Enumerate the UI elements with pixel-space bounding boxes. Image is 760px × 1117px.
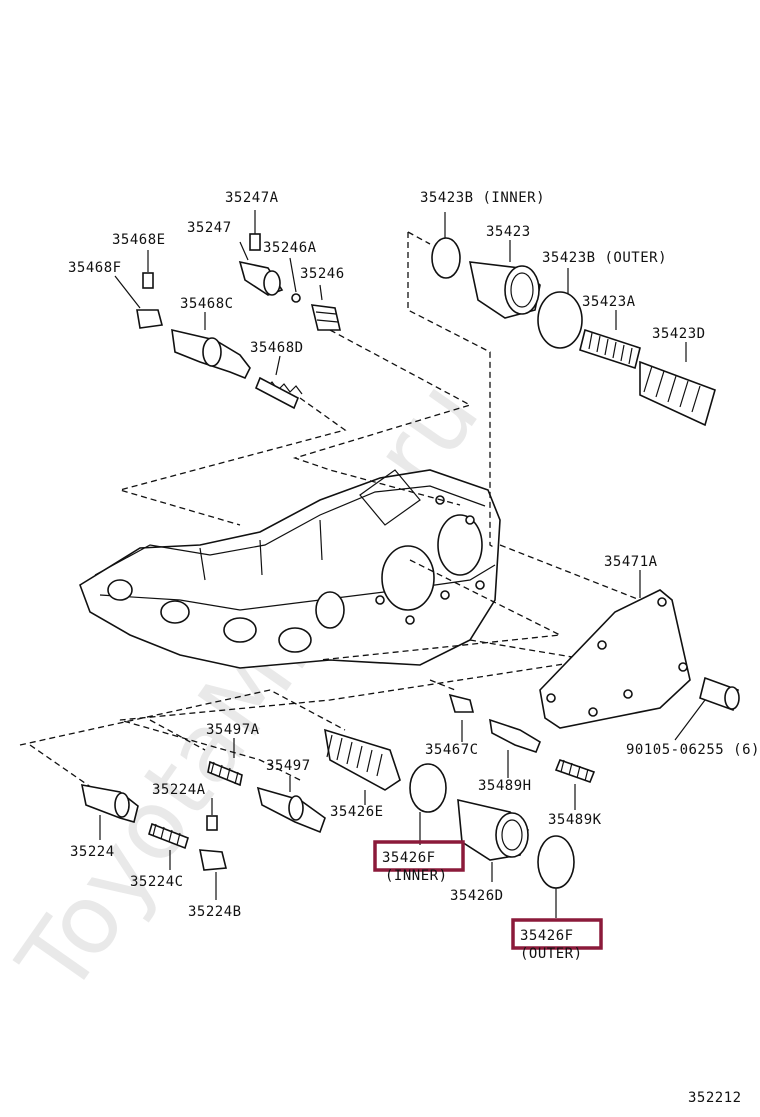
label-35426E[interactable]: 35426E	[330, 804, 384, 820]
label-35423B-inner[interactable]: 35423B (INNER)	[420, 190, 545, 206]
label-35497A[interactable]: 35497A	[206, 722, 260, 738]
label-35489K[interactable]: 35489K	[548, 812, 602, 828]
label-35426F-outer[interactable]: 35426F	[520, 928, 574, 944]
label-35423[interactable]: 35423	[486, 224, 531, 240]
cover-plate	[539, 570, 740, 741]
label-35471A[interactable]: 35471A	[604, 554, 658, 570]
highlight-35426F-outer[interactable]	[511, 918, 603, 950]
part-35489K-shape	[554, 758, 596, 784]
part-35246-shape	[310, 304, 342, 331]
watermark: ToyotaMirror.ru	[0, 361, 501, 1014]
label-35224A[interactable]: 35224A	[152, 782, 206, 798]
part-35423B-inner-shape	[431, 237, 461, 279]
part-35224B-shape	[199, 849, 228, 871]
label-35467C[interactable]: 35467C	[425, 742, 479, 758]
part-35471A-shape	[539, 589, 691, 729]
label-35423B-outer[interactable]: 35423B (OUTER)	[542, 250, 667, 266]
part-35247A-shape	[249, 233, 261, 251]
label-35426F-inner-sub: (INNER)	[385, 868, 448, 884]
part-35497A-shape	[207, 760, 243, 787]
diagram-id: 352212	[688, 1090, 742, 1106]
part-35489H-shape	[489, 718, 541, 753]
label-35247A[interactable]: 35247A	[225, 190, 279, 206]
upper-left-parts	[114, 210, 342, 410]
upper-right-parts	[431, 212, 716, 427]
label-35468E[interactable]: 35468E	[112, 232, 166, 248]
dashed-leaders	[19, 231, 641, 791]
label-35426F-inner[interactable]: 35426F	[382, 850, 436, 866]
label-35224[interactable]: 35224	[70, 844, 115, 860]
part-35468F-shape	[136, 309, 164, 329]
label-35224B[interactable]: 35224B	[188, 904, 242, 920]
part-35426E-shape	[323, 728, 401, 791]
part-35467C-shape	[448, 693, 475, 713]
part-35426F-outer-shape	[537, 835, 575, 889]
label-35423D[interactable]: 35423D	[652, 326, 706, 342]
label-35468F[interactable]: 35468F	[68, 260, 122, 276]
label-35497[interactable]: 35497	[266, 758, 311, 774]
label-35489H[interactable]: 35489H	[478, 778, 532, 794]
label-35423A[interactable]: 35423A	[582, 294, 636, 310]
label-35468D[interactable]: 35468D	[250, 340, 304, 356]
part-35423B-outer-shape	[537, 291, 583, 349]
part-35426F-inner-shape	[409, 763, 447, 813]
lower-parts	[80, 693, 596, 918]
part-35246A-shape	[291, 293, 301, 303]
part-35224A-shape	[206, 815, 218, 831]
label-90105[interactable]: 90105-06255 (6)	[626, 742, 760, 758]
label-35468C[interactable]: 35468C	[180, 296, 234, 312]
highlight-35426F-inner[interactable]	[373, 840, 465, 872]
label-35426D[interactable]: 35426D	[450, 888, 504, 904]
label-35224C[interactable]: 35224C	[130, 874, 184, 890]
label-35246[interactable]: 35246	[300, 266, 345, 282]
label-35246A[interactable]: 35246A	[263, 240, 317, 256]
valve-body	[79, 469, 501, 669]
part-35423D-shape	[639, 360, 716, 427]
part-35468E-shape	[142, 272, 154, 289]
label-35426F-outer-sub: (OUTER)	[520, 946, 583, 962]
label-35247[interactable]: 35247	[187, 220, 232, 236]
part-35423A-shape	[579, 328, 641, 370]
part-labels: 35247A 35247 35246A 35246 35468E 35468F …	[68, 190, 760, 1106]
